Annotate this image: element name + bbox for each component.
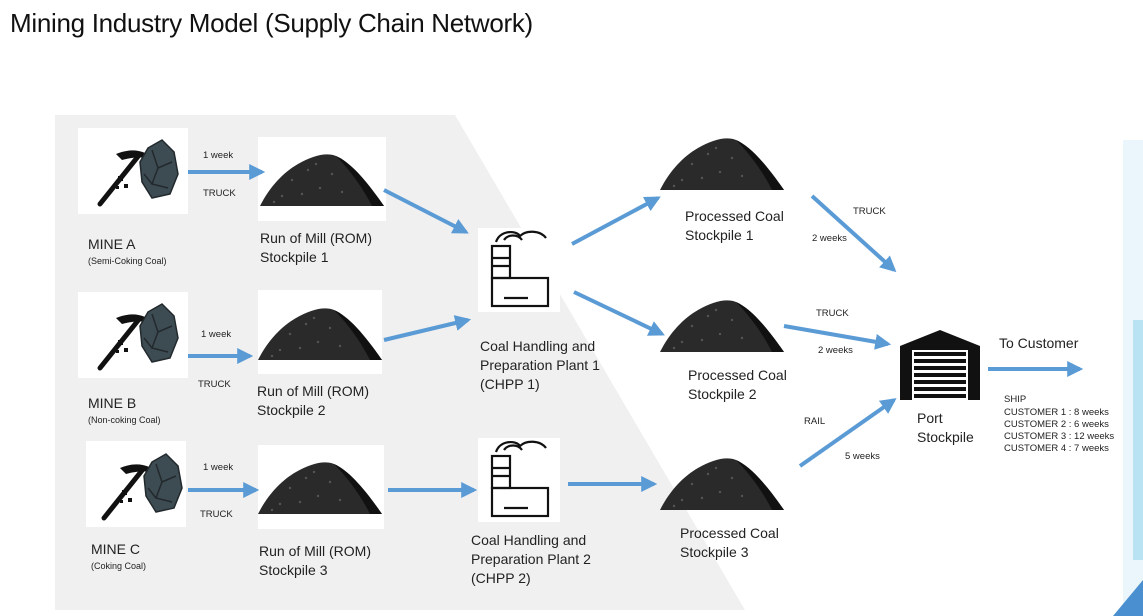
mine-a-icon: [100, 139, 179, 204]
arrow-processed-1-to-port: [810, 194, 897, 273]
arrow-chpp-1-to-processed-1: [571, 196, 661, 246]
rom-1-label: Run of Mill (ROM)Stockpile 1: [260, 230, 373, 265]
mine-c-name: MINE C: [91, 541, 140, 557]
mine-a-link-mode: TRUCK: [203, 188, 236, 199]
mine-c-icon: [104, 453, 183, 518]
arrow-rom-2-to-chpp-1: [383, 315, 472, 342]
mine-a-name: MINE A: [88, 236, 136, 252]
mine-b-coal-type: (Non-coking Coal): [88, 415, 161, 425]
port-warehouse-icon: [900, 330, 980, 400]
chpp-1-factory-icon: [490, 230, 550, 308]
rom-1-coal-pile-icon: [260, 154, 384, 206]
rom-2-coal-pile-icon: [258, 308, 382, 360]
page-title: Mining Industry Model (Supply Chain Netw…: [10, 8, 533, 38]
arrow-chpp-1-to-processed-2: [573, 290, 665, 336]
arrow-processed-2-to-port: [783, 324, 892, 350]
customer-3-lead-time: CUSTOMER 3 : 12 weeks: [1004, 431, 1115, 442]
mine-b-link-duration: 1 week: [201, 329, 232, 340]
processed-3-coal-pile-icon: [660, 458, 784, 510]
mine-c-link-duration: 1 week: [203, 462, 234, 473]
chpp-2-factory-icon: [490, 440, 550, 518]
mine-b-name: MINE B: [88, 395, 137, 411]
decorative-edge: [1113, 140, 1143, 616]
rom-2-label: Run of Mill (ROM)Stockpile 2: [257, 383, 370, 418]
processed-1-coal-pile-icon: [660, 138, 784, 190]
processed-1-link-mode: TRUCK: [853, 206, 886, 217]
to-customer-label: To Customer: [999, 335, 1079, 351]
customer-4-lead-time: CUSTOMER 4 : 7 weeks: [1004, 443, 1109, 454]
mine-c-link-mode: TRUCK: [200, 509, 233, 520]
arrow-processed-3-to-port: [798, 398, 897, 468]
mine-b-icon: [100, 303, 179, 368]
mine-c-coal-type: (Coking Coal): [91, 561, 147, 571]
diagram-panel: [55, 115, 745, 610]
arrow-rom-1-to-chpp-1: [383, 188, 469, 234]
processed-3-link-duration: 5 weeks: [845, 451, 880, 462]
processed-2-link-mode: TRUCK: [816, 308, 849, 319]
mine-b-link-mode: TRUCK: [198, 379, 231, 390]
processed-2-link-duration: 2 weeks: [818, 345, 853, 356]
processed-3-link-mode: RAIL: [804, 416, 826, 427]
processed-2-coal-pile-icon: [660, 300, 784, 352]
customer-2-lead-time: CUSTOMER 2 : 6 weeks: [1004, 419, 1109, 430]
customer-1-lead-time: CUSTOMER 1 : 8 weeks: [1004, 407, 1109, 418]
rom-3-label: Run of Mill (ROM)Stockpile 3: [259, 543, 372, 578]
mine-a-coal-type: (Semi-Coking Coal): [88, 256, 167, 266]
rom-3-coal-pile-icon: [258, 462, 382, 514]
mine-a-link-duration: 1 week: [203, 150, 234, 161]
processed-1-link-duration: 2 weeks: [812, 233, 847, 244]
ship-mode-label: SHIP: [1004, 394, 1027, 405]
